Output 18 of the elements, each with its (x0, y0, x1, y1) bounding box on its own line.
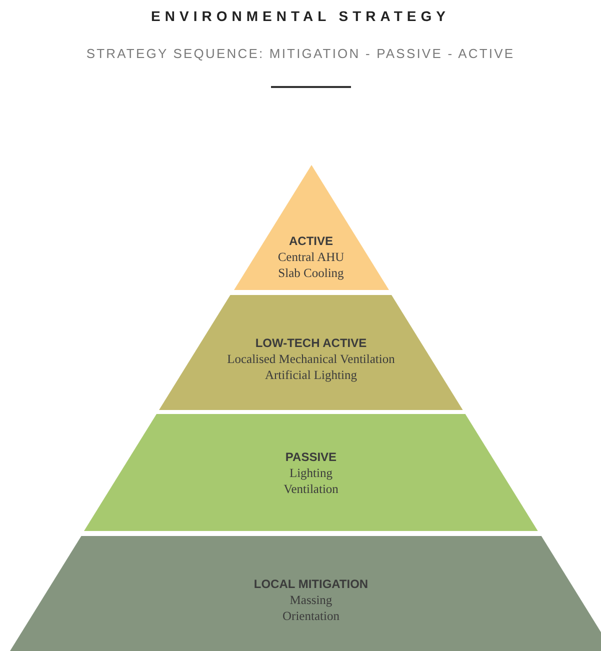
pyramid-tier (234, 165, 388, 290)
tier-item: Localised Mechanical Ventilation (227, 351, 395, 367)
tier-heading: LOCAL MITIGATION (254, 576, 368, 592)
tier-item: Massing (290, 592, 332, 608)
pyramid-tier (10, 536, 601, 651)
tier-item: Artificial Lighting (264, 367, 357, 383)
tier-heading: PASSIVE (285, 449, 337, 465)
pyramid-tier (159, 295, 463, 410)
tier-item: Slab Cooling (278, 265, 344, 281)
tier-item: Lighting (289, 465, 333, 481)
tier-item: Ventilation (284, 481, 338, 497)
tier-heading: ACTIVE (288, 233, 333, 249)
subtitle: STRATEGY SEQUENCE: MITIGATION - PASSIVE - ACTIVE (85, 46, 516, 61)
diagram-title: ENVIRONMENTAL STRATEGY (150, 8, 451, 24)
tier-item: Central AHU (278, 249, 344, 265)
pyramid-tier (84, 414, 538, 531)
tier-heading: LOW-TECH ACTIVE (255, 335, 367, 351)
tier-item: Orientation (282, 608, 340, 624)
